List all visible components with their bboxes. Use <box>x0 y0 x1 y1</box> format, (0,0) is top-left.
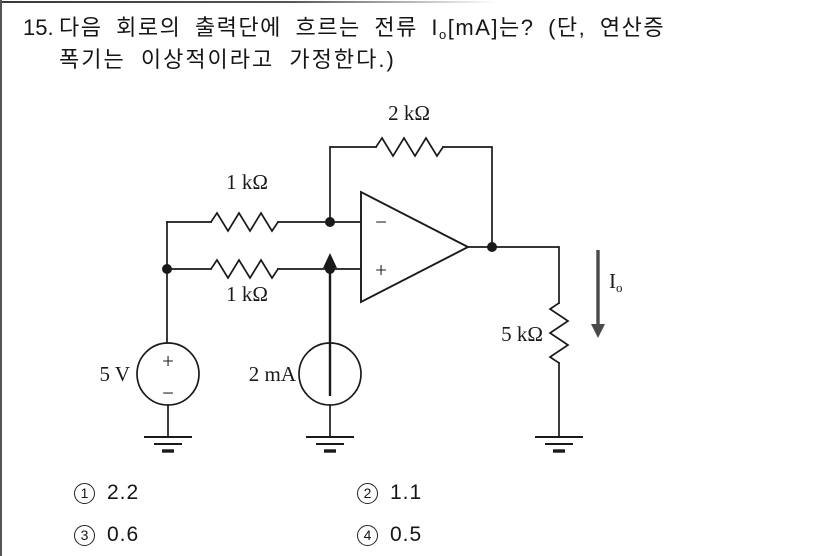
choice-3: 3 0.6 <box>74 523 139 547</box>
resistor-top-1k <box>209 211 280 233</box>
choice-3-value: 0.6 <box>107 523 140 546</box>
output-current-arrow-icon <box>591 250 605 338</box>
voltage-source-plus-sign: + <box>162 349 174 373</box>
label-bottom-resistor: 1 kΩ <box>226 282 268 306</box>
wire-output <box>467 246 560 304</box>
wire-feedback-right <box>442 146 493 248</box>
choice-1-value: 2.2 <box>107 481 140 504</box>
label-voltage-source: 5 V <box>99 362 130 386</box>
choice-2-number-badge: 2 <box>357 482 378 504</box>
opamp-inverting-input-symbol: − <box>375 210 387 234</box>
ground-symbol-voltage-source <box>144 436 192 453</box>
top-rule-divider <box>2 1 826 3</box>
junction-dot-output <box>487 242 497 252</box>
output-current-arrowhead <box>591 324 605 338</box>
label-feedback-resistor: 2 kΩ <box>388 101 430 125</box>
choice-4-value: 0.5 <box>390 523 423 546</box>
question-line1-rest: [mA]는? (단, 연산증 <box>447 15 666 40</box>
resistor-load-5k <box>548 301 570 365</box>
label-load-resistor: 5 kΩ <box>501 322 543 346</box>
choice-2: 2 1.1 <box>357 481 422 505</box>
question-text-line2: 폭기는 이상적이라고 가정한다.) <box>59 47 396 72</box>
choice-4-number-badge: 4 <box>357 524 378 546</box>
junction-dot-inverting <box>325 217 335 227</box>
junction-dot-left <box>162 264 172 274</box>
opamp-triangle <box>360 190 471 304</box>
choice-3-number-badge: 3 <box>74 524 95 546</box>
current-source-arrowhead-icon <box>323 253 337 268</box>
choice-1: 1 2.2 <box>74 481 139 505</box>
ground-symbol-load <box>535 436 583 453</box>
wire-feedback-left <box>329 146 377 223</box>
label-output-current: Io <box>609 269 623 295</box>
voltage-source-circle <box>136 342 200 406</box>
voltage-source-5v: + − <box>136 342 200 406</box>
question-current-subscript: o <box>439 27 448 42</box>
current-source-2ma <box>298 253 362 406</box>
question-text-line1: 15.다음 회로의 출력단에 흐르는 전류 Io[mA]는? (단, 연산증 <box>23 12 813 50</box>
choice-2-value: 1.1 <box>390 481 423 504</box>
question-line1-text: 다음 회로의 출력단에 흐르는 전류 I <box>59 15 440 40</box>
ground-symbol-current-source <box>306 436 354 453</box>
voltage-source-minus-sign: − <box>162 381 174 405</box>
label-output-current-subscript: o <box>616 280 623 295</box>
choice-4: 4 0.5 <box>357 523 422 547</box>
label-current-source: 2 mA <box>249 362 297 386</box>
resistor-feedback-2k <box>374 136 445 158</box>
choice-1-number-badge: 1 <box>74 482 95 504</box>
label-top-resistor: 1 kΩ <box>226 170 268 194</box>
resistor-bottom-1k <box>209 258 280 280</box>
opamp-noninverting-input-symbol: + <box>375 258 387 282</box>
question-number: 15. <box>23 15 54 40</box>
